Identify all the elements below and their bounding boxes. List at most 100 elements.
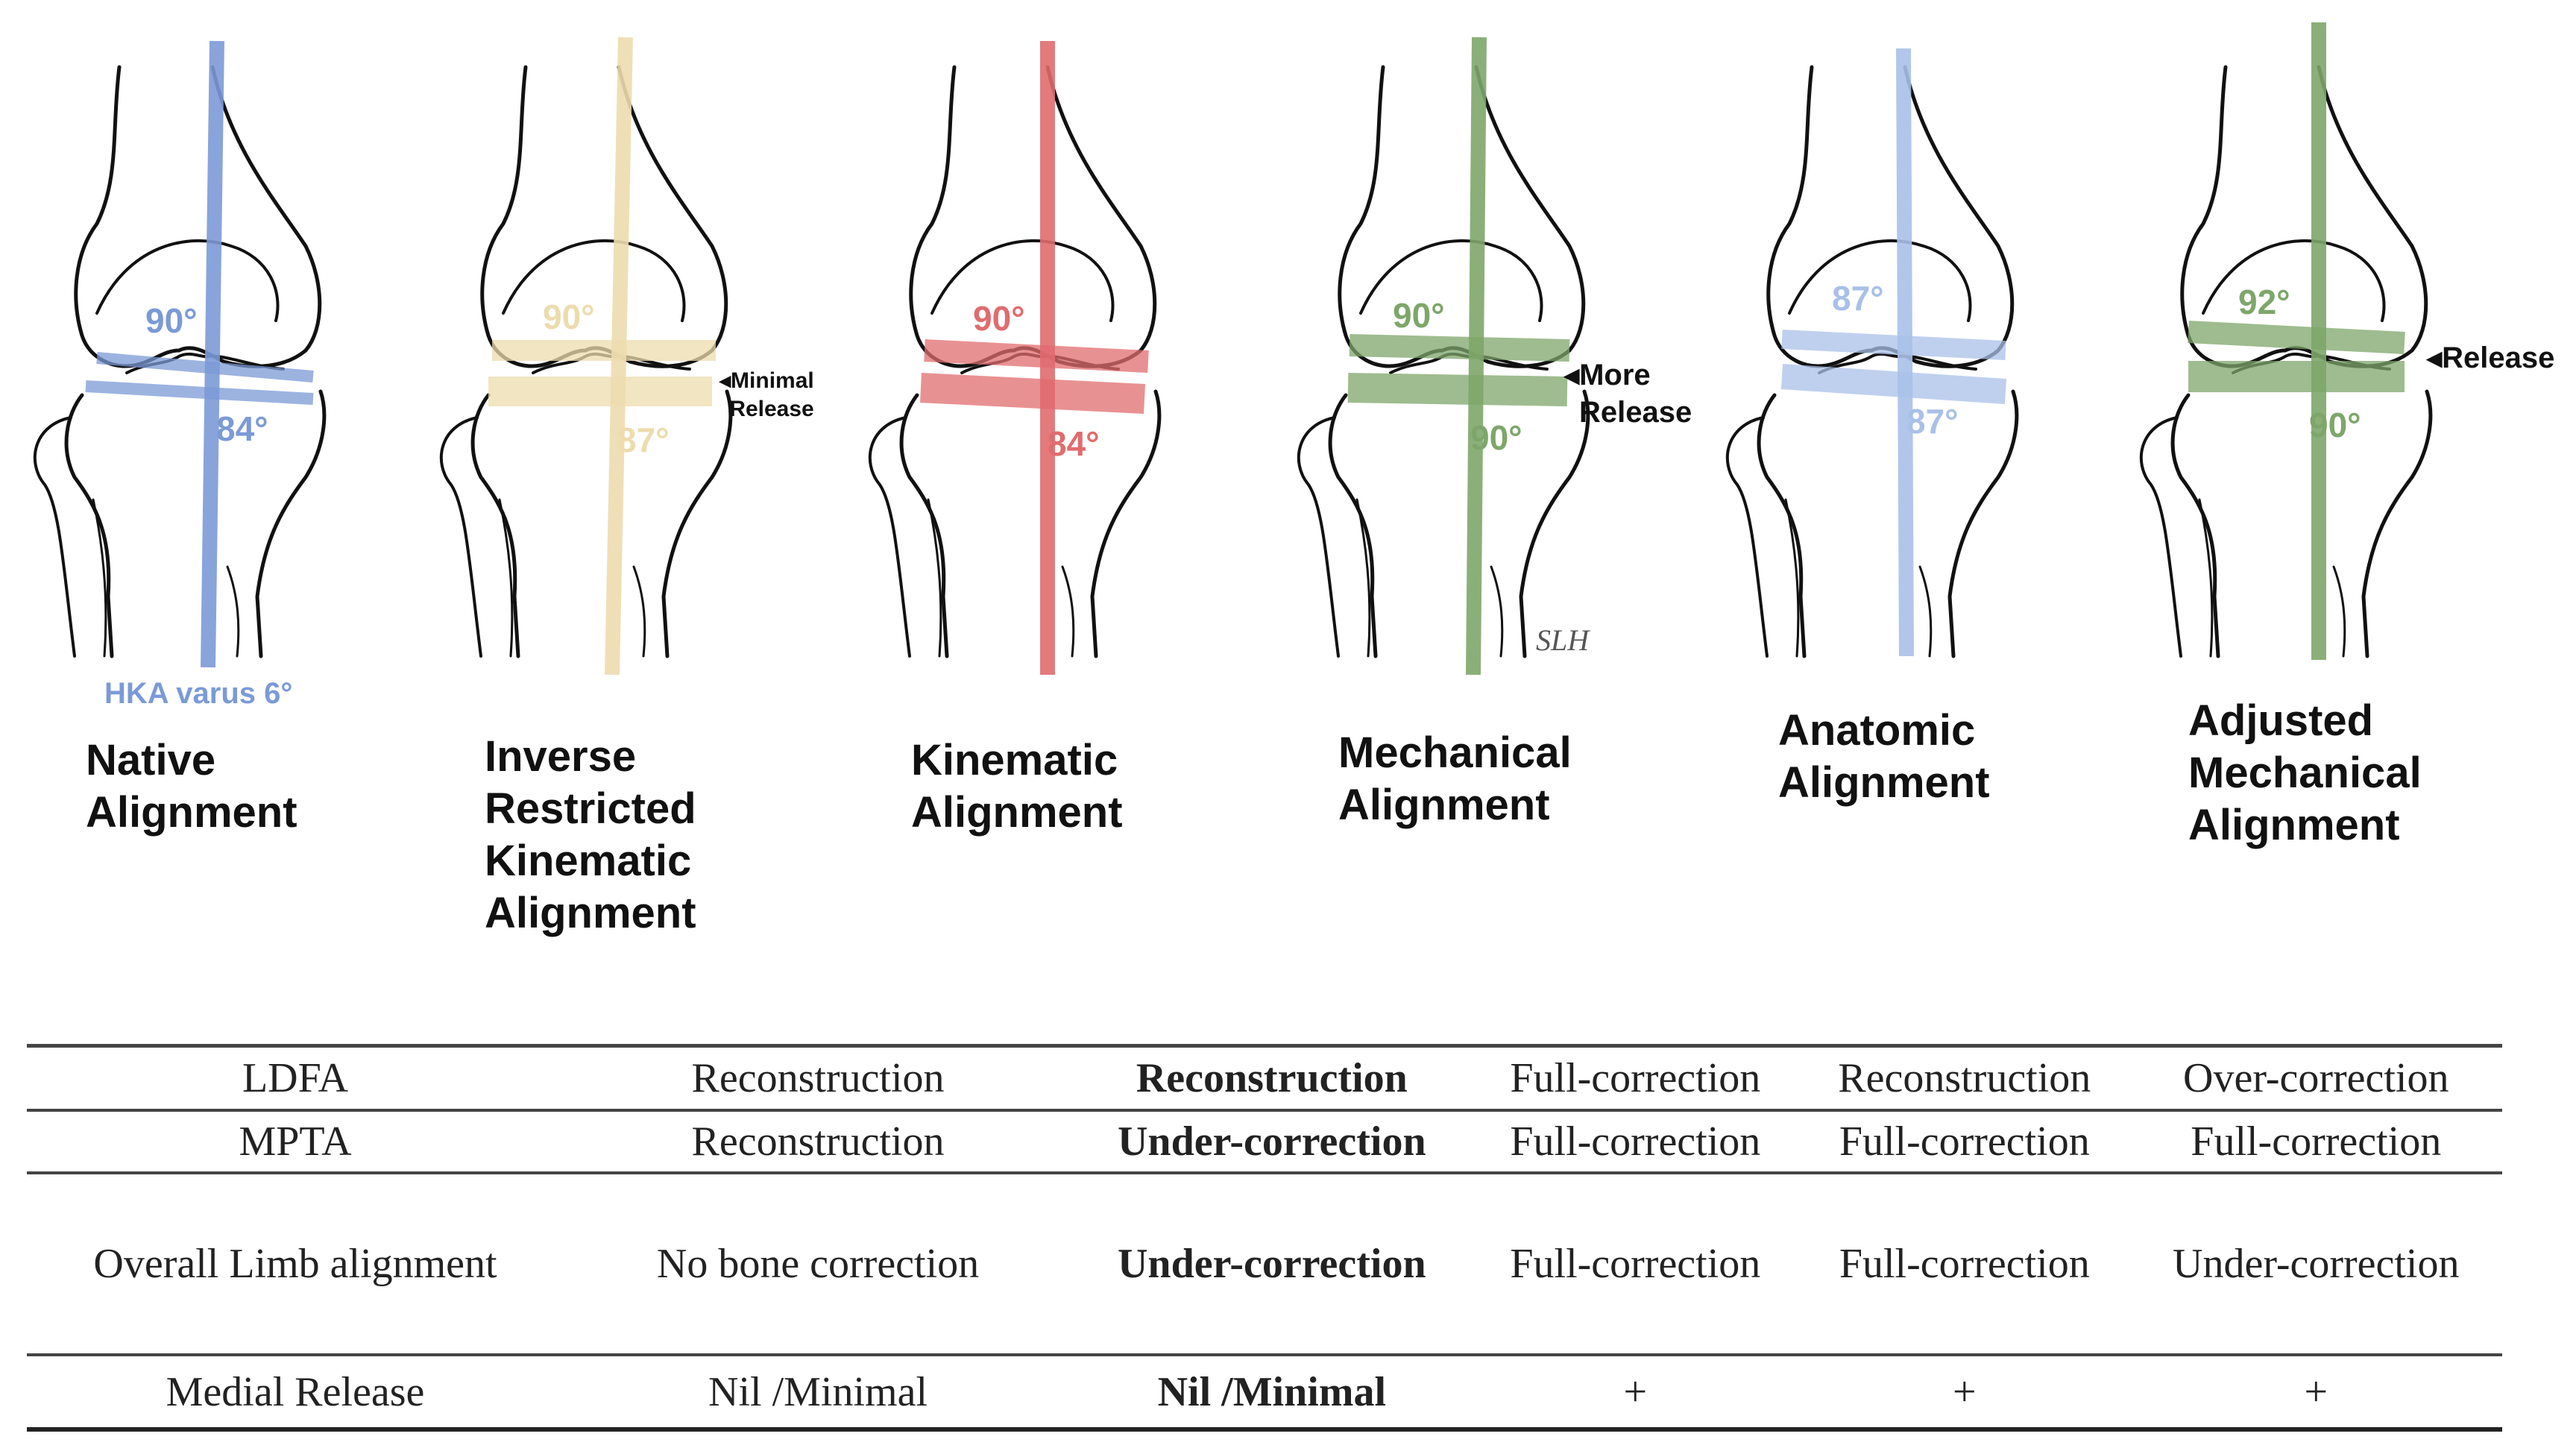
adjusted-femur-outline xyxy=(2180,65,2428,368)
title-line: Kinematic xyxy=(485,837,692,885)
anatomic-tibia-inner xyxy=(1918,565,1933,658)
title-line: Alignment xyxy=(2188,801,2400,849)
mechanical-tibia-inner xyxy=(1490,565,1504,658)
anatomic-joint-line xyxy=(1818,352,1977,374)
table-row-overall-limb: Overall Limb alignment No bone correctio… xyxy=(27,1171,2502,1355)
table-row-ldfa: LDFA Reconstruction Reconstruction Full-… xyxy=(27,1044,2502,1110)
table-cell: Full-correction xyxy=(1471,1044,1800,1110)
mechanical-fibula xyxy=(1297,416,1340,658)
native-femur-outline xyxy=(74,65,322,368)
minimal-release-note: ◂Minimal Release xyxy=(719,367,814,424)
mechanical-femur-outline xyxy=(1338,65,1586,368)
minimal-release-line-1: ◂Minimal xyxy=(719,368,814,393)
release-note: ◂Release xyxy=(2427,339,2554,377)
inverse-femoral-angle: 90° xyxy=(543,298,595,336)
kinematic-femoral-cut xyxy=(924,339,1149,373)
anatomic-femoral-cut xyxy=(1781,330,2006,360)
inverse-fibula-inner xyxy=(498,498,514,658)
mechanical-tibia-lateral xyxy=(1519,389,1590,658)
adjusted-fibula xyxy=(2139,416,2182,658)
title-line: Kinematic xyxy=(911,736,1118,784)
title-inverse: Inverse Restricted Kinematic Alignment xyxy=(485,731,696,940)
native-femoral-cut xyxy=(96,352,314,383)
table-row-mpta: MPTA Reconstruction Under-correction Ful… xyxy=(27,1109,2502,1173)
anatomic-fibula xyxy=(1725,416,1769,658)
table-cell: Full-correction xyxy=(1799,1171,2130,1355)
comparison-table: LDFA Reconstruction Reconstruction Full-… xyxy=(27,1044,2502,1432)
table-cell: Reconstruction xyxy=(1072,1044,1472,1110)
native-hka-label: HKA varus 6° xyxy=(104,677,293,710)
title-line: Mechanical xyxy=(1338,728,1572,777)
adjusted-fibula-inner xyxy=(2198,498,2214,658)
native-fibula xyxy=(33,416,76,658)
table-cell: + xyxy=(1471,1353,1800,1432)
anatomic-tibia-lateral xyxy=(1947,389,2019,658)
table-cell: Under-correction xyxy=(1072,1171,1472,1355)
anatomic-fibula-inner xyxy=(1784,498,1800,658)
mechanical-femur-condyle-line xyxy=(1359,239,1543,322)
table-cell: Full-correction xyxy=(1471,1109,1800,1173)
title-line: Alignment xyxy=(911,788,1123,837)
table-cell: Full-correction xyxy=(1799,1109,2130,1173)
adjusted-femur-condyle-line xyxy=(2202,239,2386,322)
native-fibula-inner xyxy=(92,498,107,658)
native-tibia-inner xyxy=(226,565,240,658)
native-mechanical-axis xyxy=(201,40,224,668)
table-cell: No bone correction xyxy=(564,1171,1073,1355)
inverse-fibula xyxy=(439,416,482,658)
title-native: Native Alignment xyxy=(86,734,297,839)
native-tibial-cut xyxy=(85,380,314,405)
mechanical-femoral-angle: 90° xyxy=(1393,296,1445,335)
kinematic-femur-outline xyxy=(909,65,1157,368)
release-line-1: ◂Release xyxy=(2427,342,2555,374)
table-row-medial-release: Medial Release Nil /Minimal Nil /Minimal… xyxy=(27,1353,2502,1432)
table-cell: Reconstruction xyxy=(1799,1044,2130,1110)
title-kinematic: Kinematic Alignment xyxy=(911,734,1123,839)
table-cell: Under-correction xyxy=(2129,1171,2502,1355)
minimal-release-line-2: Release xyxy=(729,397,814,421)
title-line: Native xyxy=(86,736,216,784)
title-line: Alignment xyxy=(485,889,696,937)
anatomic-femur-condyle-line xyxy=(1788,239,1972,322)
native-femur-condyle-line xyxy=(95,239,280,322)
kinematic-tibia-lateral xyxy=(1090,389,1162,658)
adjusted-tibia-inner xyxy=(2332,565,2346,658)
kinematic-tibial-cut xyxy=(920,373,1145,414)
adjusted-tibia-lateral xyxy=(2361,389,2433,658)
title-line: Adjusted xyxy=(2188,696,2374,745)
mechanical-femoral-cut xyxy=(1349,334,1570,362)
title-line: Restricted xyxy=(485,784,696,833)
row-header: MPTA xyxy=(27,1109,564,1173)
title-line: Alignment xyxy=(1778,758,1990,807)
table-cell: Full-correction xyxy=(2129,1109,2502,1173)
kinematic-femoral-angle: 90° xyxy=(973,299,1025,338)
anatomic-femur-outline xyxy=(1766,65,2015,368)
native-femoral-angle: 90° xyxy=(145,301,198,340)
adjusted-femoral-cut xyxy=(2188,321,2405,354)
title-line: Inverse xyxy=(485,732,637,781)
adjusted-femoral-angle: 92° xyxy=(2238,283,2290,321)
inverse-femur-condyle-line xyxy=(502,239,686,322)
title-mechanical: Mechanical Alignment xyxy=(1338,727,1572,831)
table-cell: Nil /Minimal xyxy=(1072,1353,1472,1432)
title-line: Alignment xyxy=(1338,781,1550,829)
anatomic-tibial-cut xyxy=(1780,364,2007,404)
inverse-femur-outline xyxy=(480,65,728,368)
more-release-note: ◂More Release xyxy=(1564,356,1692,431)
more-release-line-1: ◂More xyxy=(1564,359,1651,391)
inverse-tibia-inner xyxy=(632,565,646,658)
table-cell: + xyxy=(1799,1353,2130,1432)
table-cell: Reconstruction xyxy=(564,1044,1073,1110)
row-header: LDFA xyxy=(27,1044,564,1110)
native-tibial-angle: 84° xyxy=(216,409,268,448)
inverse-tibial-angle: 87° xyxy=(617,421,670,459)
mechanical-tibial-angle: 90° xyxy=(1470,418,1522,457)
row-header: Medial Release xyxy=(27,1353,564,1432)
table-cell: + xyxy=(2129,1353,2502,1432)
table-cell: Full-correction xyxy=(1471,1171,1800,1355)
title-line: Mechanical xyxy=(2188,749,2422,797)
title-anatomic: Anatomic Alignment xyxy=(1778,705,1990,809)
native-tibia-lateral xyxy=(255,389,327,658)
